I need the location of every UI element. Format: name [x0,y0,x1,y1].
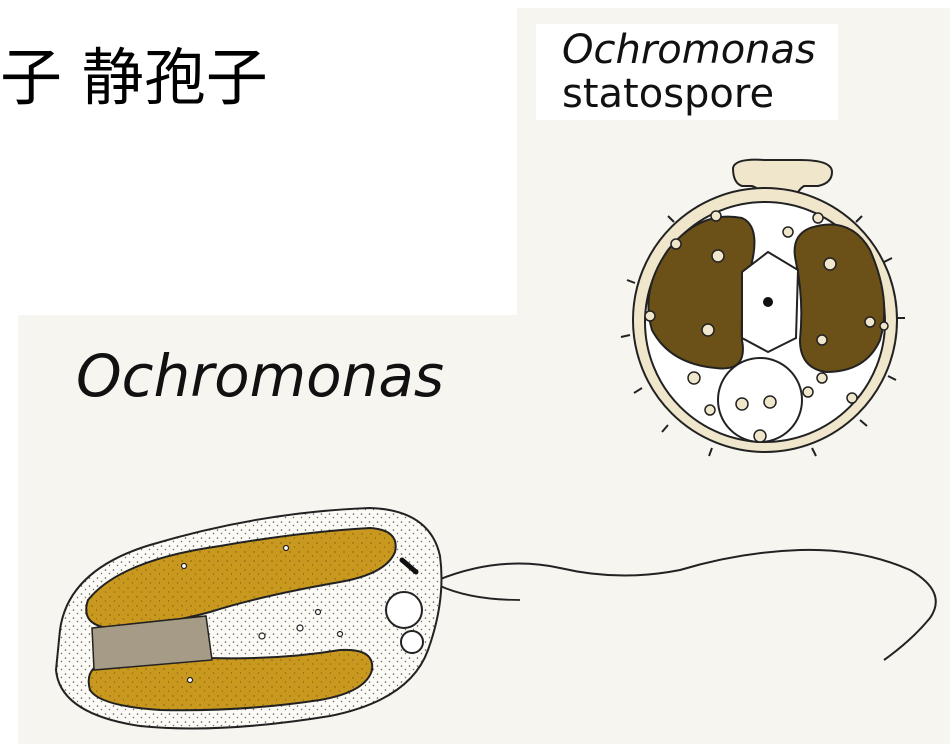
short-flagellum [438,585,520,600]
nucleolus [763,297,773,307]
contractile-vacuole-large [386,592,422,628]
flagellum [438,550,936,660]
statospore-cyst [621,160,905,456]
ochromonas-cell [56,508,936,728]
contractile-vacuole-small [401,631,423,653]
